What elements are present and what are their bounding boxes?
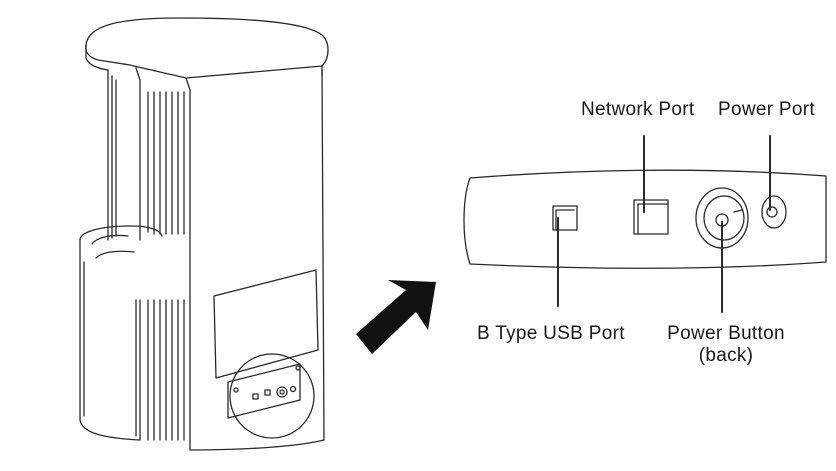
vent-grille	[147, 91, 185, 441]
back-panel-detail	[463, 169, 827, 269]
pointer-arrow	[356, 280, 436, 354]
usb-port-shape	[552, 205, 578, 231]
zoom-circle	[229, 353, 315, 439]
device-illustration	[79, 17, 329, 451]
leader-lines	[557, 135, 771, 313]
power-button-label-line2: (back)	[698, 345, 754, 366]
usb-port-label: B Type USB Port	[477, 323, 625, 344]
power-port-shape	[761, 195, 787, 229]
power-port-label: Power Port	[718, 99, 815, 120]
power-button-label-line1: Power Button	[667, 323, 785, 344]
power-button-label: Power Button (back)	[650, 323, 802, 367]
network-port-shape	[633, 199, 669, 235]
network-port-label: Network Port	[581, 99, 695, 120]
